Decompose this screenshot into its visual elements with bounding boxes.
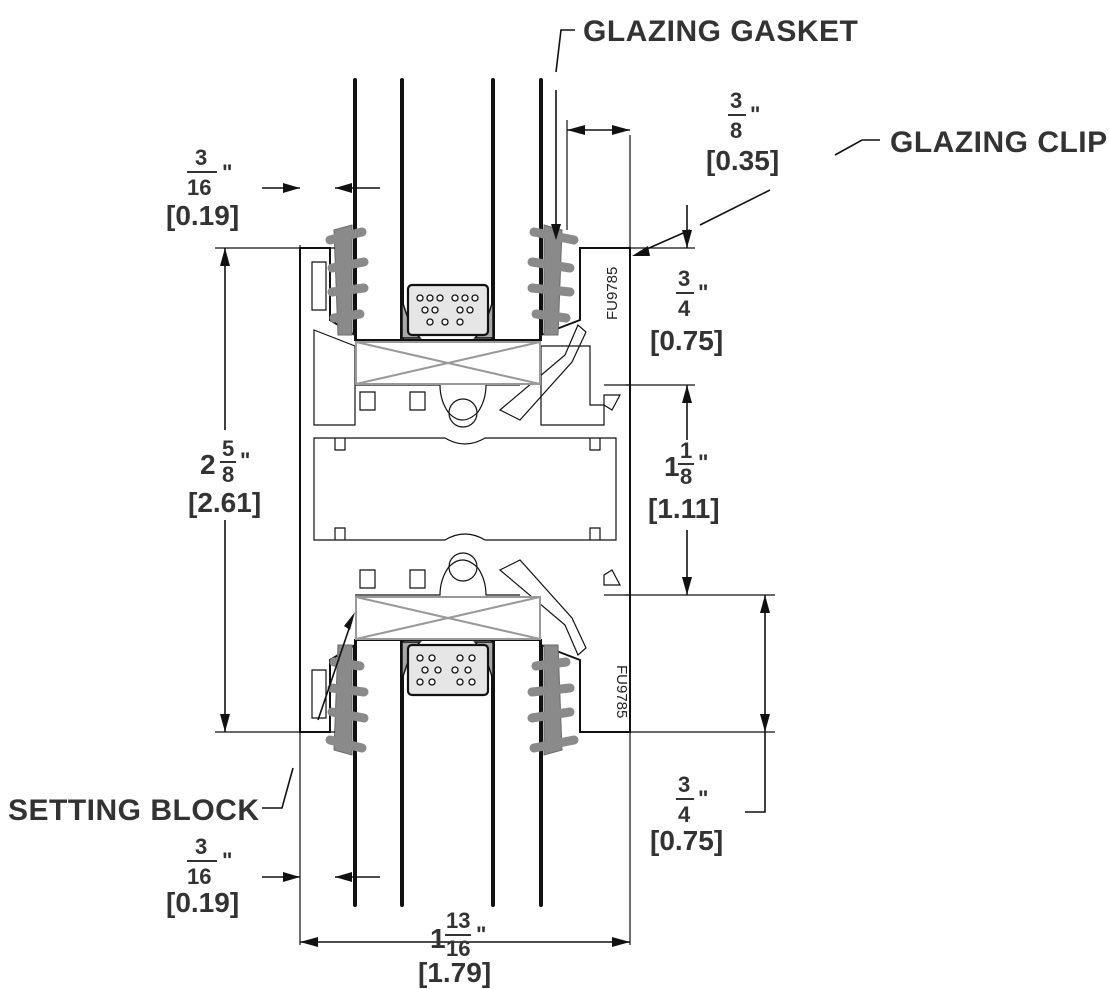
svg-text:1: 1 [430, 923, 446, 954]
glazing-clip-label: GLAZING CLIP [890, 126, 1108, 159]
svg-text:[0.35]: [0.35] [706, 145, 779, 176]
svg-text:[2.61]: [2.61] [188, 487, 261, 518]
gasket-top-right [527, 224, 579, 336]
setting-block-top [355, 341, 541, 385]
svg-text:": " [698, 280, 708, 305]
svg-text:[0.75]: [0.75] [650, 825, 723, 856]
svg-text:13: 13 [446, 908, 470, 933]
svg-text:1: 1 [680, 438, 692, 463]
setting-block-bottom [355, 596, 541, 640]
svg-text:8: 8 [222, 462, 234, 487]
dim-overall-height: 2 5 8 " [2.61] [188, 436, 261, 518]
svg-text:": " [222, 160, 232, 185]
callout-leaders [262, 29, 880, 809]
ig-spacer-bottom [401, 641, 494, 697]
svg-text:": " [222, 848, 232, 873]
svg-text:8: 8 [730, 118, 742, 143]
svg-text:1: 1 [664, 451, 680, 482]
svg-text:[0.19]: [0.19] [166, 887, 239, 918]
part-number-bottom: FU9785 [613, 665, 630, 718]
svg-text:16: 16 [446, 936, 470, 961]
dim-clip-width: 3 8 " [0.35] [706, 88, 779, 176]
dim-clip-height-bottom: 3 4 " [0.75] [650, 772, 723, 856]
gasket-bottom-right [527, 644, 579, 756]
dim-glass-bite-bottom: 3 16 " [0.19] [166, 834, 239, 918]
frame-profile [299, 247, 631, 733]
svg-text:": " [476, 922, 486, 947]
svg-text:": " [698, 450, 708, 475]
svg-text:3: 3 [195, 145, 207, 170]
svg-text:3: 3 [678, 266, 690, 291]
svg-text:[0.19]: [0.19] [166, 200, 239, 231]
svg-text:3: 3 [730, 88, 742, 113]
svg-text:[0.75]: [0.75] [650, 325, 723, 356]
setting-block-label: SETTING BLOCK [8, 794, 260, 827]
dim-middle-height: 1 1 8 " [1.11] [648, 438, 720, 524]
gasket-top-left [325, 224, 369, 336]
svg-text:16: 16 [187, 175, 211, 200]
svg-text:2: 2 [200, 449, 216, 480]
svg-text:": " [240, 448, 250, 473]
part-number-top: FU9785 [604, 267, 621, 320]
svg-text:16: 16 [187, 864, 211, 889]
svg-text:8: 8 [680, 464, 692, 489]
svg-text:": " [750, 102, 760, 127]
svg-text:5: 5 [222, 436, 234, 461]
dim-overall-width: 1 13 16 " [1.79] [418, 908, 491, 988]
dim-clip-height-top: 3 4 " [0.75] [650, 266, 723, 356]
svg-text:4: 4 [678, 802, 691, 827]
dim-glass-bite-top: 3 16 " [0.19] [166, 145, 239, 231]
svg-text:": " [698, 786, 708, 811]
ig-spacer-top [401, 283, 494, 339]
svg-text:4: 4 [678, 296, 691, 321]
svg-text:3: 3 [195, 834, 207, 859]
svg-text:[1.11]: [1.11] [648, 493, 720, 524]
svg-text:3: 3 [678, 772, 690, 797]
glazing-gasket-label: GLAZING GASKET [583, 15, 858, 48]
gasket-bottom-left [325, 644, 369, 756]
svg-text:[1.79]: [1.79] [418, 957, 491, 988]
dimension-lines [215, 120, 775, 947]
